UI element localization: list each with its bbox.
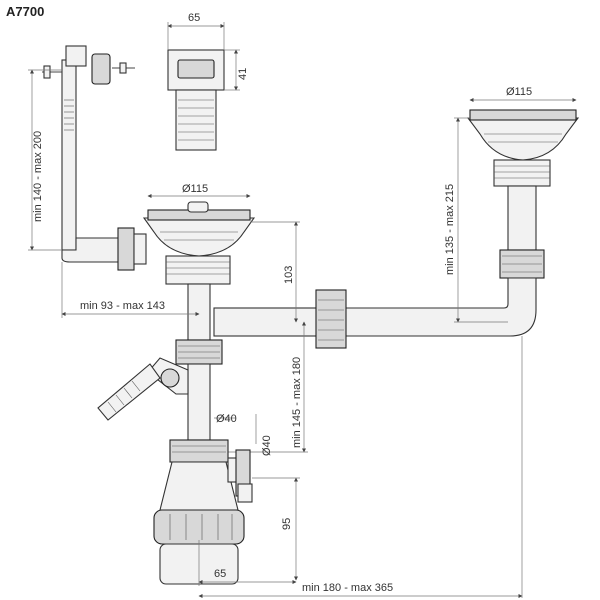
appliance-inlet (97, 357, 189, 421)
overflow-tube (61, 59, 147, 271)
right-strainer-dia-label: Ø115 (506, 86, 532, 98)
side-outlet: Ø40 (227, 414, 273, 503)
left-strainer-dia-label: Ø115 (182, 183, 208, 195)
overflow-grille (42, 45, 135, 85)
overflow-range-dimension: min 140 - max 200 (28, 69, 62, 251)
overflow-width-label: 65 (188, 12, 200, 24)
overflow-range-label: min 140 - max 200 (32, 131, 44, 222)
vertical-range-label: min 145 - max 180 (291, 357, 303, 448)
bottom-range-label: min 180 - max 365 (302, 582, 393, 594)
bottle-trap (153, 439, 245, 585)
side-outlet-dia-label: Ø40 (261, 435, 273, 456)
horizontal-connecting-pipe (213, 289, 347, 349)
trap-width-label: 65 (214, 568, 226, 580)
model-code: A7700 (6, 4, 44, 19)
outlet-dia-label: Ø40 (216, 413, 237, 425)
bottom-range-dimension: min 180 - max 365 (198, 336, 523, 599)
vertical-range-dimension: min 145 - max 180 (222, 321, 308, 453)
pipe-offset-label: 103 (283, 266, 295, 284)
overflow-cover-detail: 65 41 (167, 12, 249, 151)
pipe-offset-dimension: 103 (250, 221, 300, 323)
right-vertical-pipe (339, 185, 545, 337)
trap-width-dimension: 65 (198, 540, 297, 586)
right-drop-dimension: min 135 - max 215 (444, 117, 508, 323)
horizontal-range-label: min 93 - max 143 (80, 300, 165, 312)
right-strainer: Ø115 (466, 86, 580, 187)
overflow-height-label: 41 (237, 68, 249, 80)
trap-height-label: 95 (281, 518, 293, 530)
right-drop-label: min 135 - max 215 (444, 184, 456, 275)
trap-height-dimension: 95 (252, 477, 300, 581)
left-strainer: Ø115 (142, 183, 256, 285)
outlet-dia-dimension: Ø40 (214, 413, 237, 425)
horizontal-range-dimension: min 93 - max 143 (61, 262, 200, 318)
